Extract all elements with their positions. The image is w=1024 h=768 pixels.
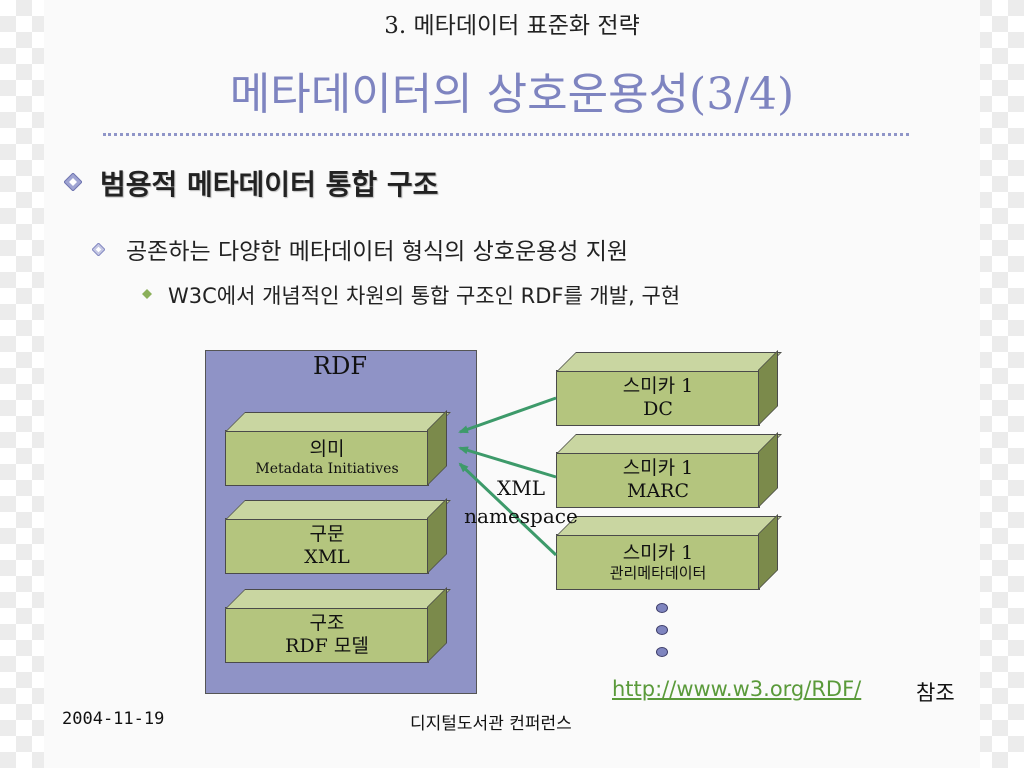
schema-box-marc: 스미카 1 MARC — [556, 432, 782, 508]
layer-box-title: 구문 — [309, 523, 345, 546]
diamond-filled-bullet-icon — [142, 289, 152, 299]
slide-background — [44, 0, 980, 768]
diamond-bullet-icon — [64, 173, 82, 191]
ellipsis-dot — [656, 647, 668, 657]
bullet-level3-text: W3C에서 개념적인 차원의 통합 구조인 RDF를 개발, 구현 — [168, 284, 681, 308]
layer-box-subtitle: XML — [304, 546, 350, 568]
arrow-marc — [458, 446, 557, 479]
arrow-dc — [458, 396, 557, 434]
schema-box-subtitle: 관리메타데이터 — [609, 564, 707, 583]
layer-box-title: 구조 — [309, 612, 345, 635]
ellipsis-dot — [656, 625, 668, 635]
schema-box-admin: 스미카 1 관리메타데이터 — [556, 514, 782, 590]
footer-date: 2004-11-19 — [62, 709, 165, 729]
layer-box-title: 의미 — [309, 438, 345, 461]
schema-box-subtitle: MARC — [626, 480, 690, 502]
title-divider — [103, 133, 909, 136]
schema-box-title: 스미카 1 — [622, 541, 694, 564]
reference-suffix: 참조 — [916, 681, 955, 705]
xml-label-line1: XML — [497, 476, 545, 500]
ellipsis-dot — [656, 603, 668, 613]
arrow-admin — [458, 462, 558, 557]
xml-namespace-label: XML namespace — [462, 474, 580, 530]
layer-box-structure: 구조 RDF 모델 — [225, 587, 451, 663]
layer-box-syntax: 구문 XML — [225, 498, 451, 574]
bullet-level2-text: 공존하는 다양한 메타데이터 형식의 상호운용성 지원 — [126, 239, 629, 265]
section-title: 3. 메타데이터 표준화 전략 — [384, 13, 640, 39]
page-title: 메타데이터의 상호운용성(3/4) — [229, 69, 795, 120]
layer-box-subtitle: RDF 모델 — [285, 635, 369, 657]
rdf-label: RDF — [313, 352, 367, 380]
bullet-level1-text: 범용적 메타데이터 통합 구조 — [100, 168, 439, 201]
schema-box-subtitle: DC — [643, 398, 673, 420]
layer-box-semantics: 의미 Metadata Initiatives — [225, 410, 451, 486]
schema-box-dc: 스미카 1 DC — [556, 350, 782, 426]
schema-box-title: 스미카 1 — [622, 457, 694, 480]
schema-box-title: 스미카 1 — [622, 375, 694, 398]
xml-label-line2: namespace — [464, 504, 578, 528]
footer-conference: 디지털도서관 컨퍼런스 — [410, 714, 572, 734]
diamond-outline-bullet-icon — [92, 243, 105, 256]
rdf-reference-link[interactable]: http://www.w3.org/RDF/ — [612, 677, 862, 701]
layer-box-subtitle: Metadata Initiatives — [255, 461, 399, 477]
